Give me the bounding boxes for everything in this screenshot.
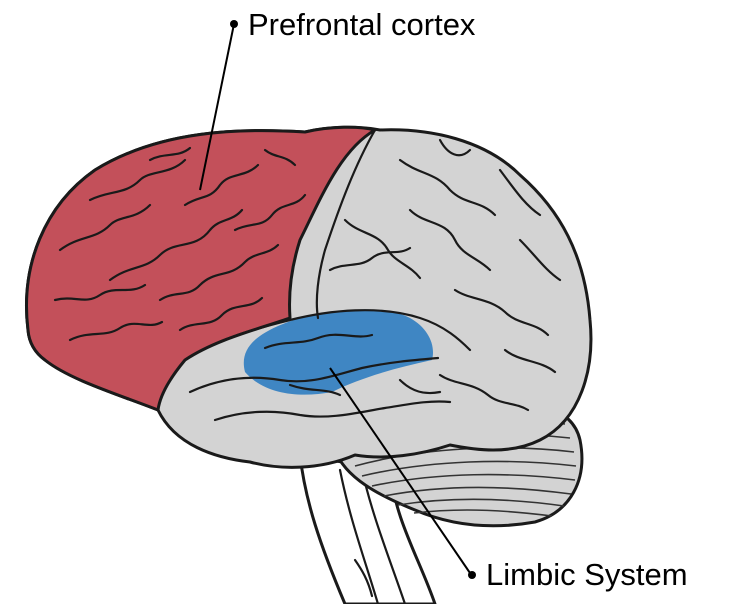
- prefrontal-callout-dot: [230, 20, 238, 28]
- limbic-callout-dot: [468, 571, 476, 579]
- limbic-label: Limbic System: [486, 557, 688, 592]
- prefrontal-label: Prefrontal cortex: [248, 7, 476, 42]
